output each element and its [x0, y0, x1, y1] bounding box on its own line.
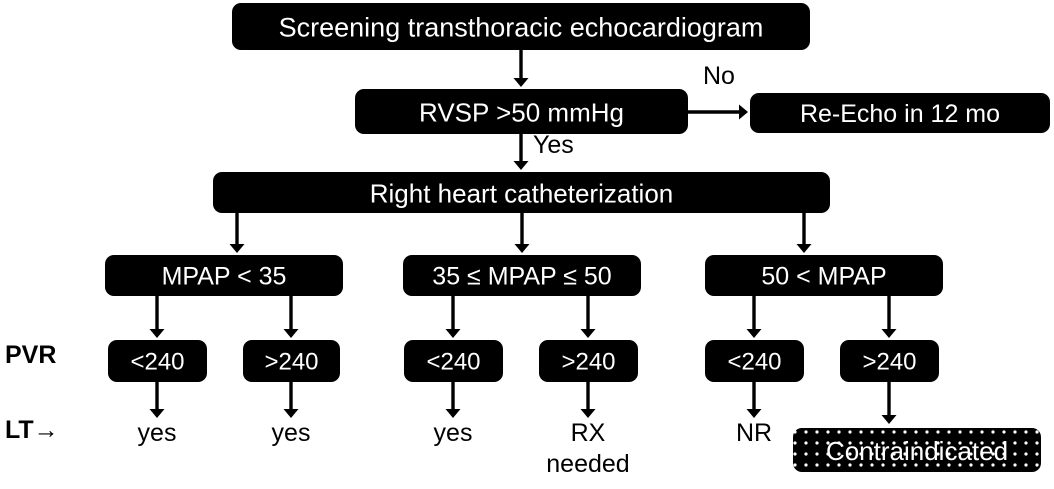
leaf-label: RX	[571, 419, 606, 447]
node-label: >240	[561, 349, 615, 376]
edge-e-pvr3-yes3	[445, 382, 461, 418]
arrow-head-icon	[796, 244, 812, 253]
edge-e-pvr4-rx	[580, 382, 596, 418]
node-box	[232, 3, 810, 50]
edge-e-pvr5-nr	[746, 382, 762, 418]
node-rvsp[interactable]: RVSP >50 mmHg	[355, 89, 688, 134]
node-pvr_1[interactable]: <240	[108, 340, 207, 382]
arrow-head-icon	[746, 409, 762, 418]
edge-e-high-pvr5	[746, 296, 762, 338]
node-label: >240	[264, 349, 318, 376]
node-box	[750, 93, 1050, 133]
edge-e-rvsp-reecho	[688, 104, 748, 120]
edge-e-rhc-high	[796, 213, 812, 253]
leaf-label: yes	[272, 419, 311, 447]
leaf-label: yes	[138, 419, 177, 447]
leaf-outcome-nr: NR	[736, 419, 772, 447]
edge-e-low-pvr2	[283, 296, 299, 338]
arrow-head-icon	[229, 244, 245, 253]
arrow-head-icon	[580, 409, 596, 418]
node-label: 50 < MPAP	[761, 263, 886, 291]
node-reecho[interactable]: Re-Echo in 12 mo	[750, 93, 1050, 133]
node-contraind[interactable]: Contraindicated	[793, 428, 1041, 472]
node-label: RVSP >50 mmHg	[419, 98, 624, 128]
node-pvr_4[interactable]: >240	[539, 340, 638, 382]
node-label: 35 ≤ MPAP ≤ 50	[432, 263, 611, 291]
leaf-outcome-yes_3: yes	[434, 419, 473, 447]
node-label: Right heart catheterization	[370, 179, 674, 209]
node-label: Screening transthoracic echocardiogram	[279, 13, 764, 43]
node-pvr_3[interactable]: <240	[404, 340, 503, 382]
edge-label-lbl-no: No	[703, 62, 735, 90]
node-pvr_5[interactable]: <240	[705, 340, 804, 382]
arrow-head-icon	[283, 329, 299, 338]
arrow-head-icon	[445, 329, 461, 338]
arrow-head-icon	[514, 244, 530, 253]
node-box	[243, 340, 340, 382]
leaf-outcome-yes_1: yes	[138, 419, 177, 447]
node-label: >240	[862, 349, 916, 376]
arrow-head-icon	[746, 329, 762, 338]
node-pvr_2[interactable]: >240	[243, 340, 340, 382]
node-box	[403, 255, 641, 296]
node-rhc[interactable]: Right heart catheterization	[213, 172, 830, 213]
leaf-label: needed	[546, 450, 629, 478]
edge-e-screening-rvsp	[513, 50, 529, 87]
node-box	[404, 340, 503, 382]
arrow-head-icon	[580, 329, 596, 338]
node-box	[840, 340, 939, 382]
arrow-head-icon	[513, 78, 529, 87]
node-box	[355, 89, 688, 134]
node-mpap_high[interactable]: 50 < MPAP	[705, 255, 943, 296]
arrow-head-icon	[149, 329, 165, 338]
node-label: Contraindicated	[826, 436, 1008, 466]
edge-e-rvsp-rhc	[513, 134, 529, 170]
arrow-head-icon	[149, 409, 165, 418]
node-box	[705, 340, 804, 382]
arrow-head-icon	[881, 329, 897, 338]
node-label: MPAP < 35	[162, 263, 287, 291]
node-label: <240	[727, 349, 781, 376]
node-box	[213, 172, 830, 213]
edge-e-high-pvr6	[881, 296, 897, 338]
node-label: <240	[426, 349, 480, 376]
arrow-head-icon	[513, 161, 529, 170]
node-pvr_6[interactable]: >240	[840, 340, 939, 382]
node-box	[705, 255, 943, 296]
node-box	[108, 340, 207, 382]
node-label: Re-Echo in 12 mo	[800, 100, 1000, 128]
node-mpap_low[interactable]: MPAP < 35	[105, 255, 343, 296]
edge-e-rhc-low	[229, 213, 245, 253]
node-box	[105, 255, 343, 296]
row-label-row-lt: LT→	[5, 416, 59, 444]
edge-e-mid-pvr4	[580, 296, 596, 338]
edge-e-low-pvr1	[149, 296, 165, 338]
leaf-outcome-rx_needed: RX needed	[546, 419, 629, 478]
arrow-head-icon	[881, 415, 897, 424]
node-screening[interactable]: Screening transthoracic echocardiogram	[232, 3, 810, 50]
edge-e-mid-pvr3	[445, 296, 461, 338]
node-label: <240	[130, 349, 184, 376]
arrow-head-icon	[283, 409, 299, 418]
arrow-head-icon	[739, 104, 748, 120]
arrow-head-icon	[445, 409, 461, 418]
node-mpap_mid[interactable]: 35 ≤ MPAP ≤ 50	[403, 255, 641, 296]
node-box	[793, 428, 1041, 472]
edge-e-pvr6-contra	[881, 382, 897, 424]
leaf-outcome-yes_2: yes	[272, 419, 311, 447]
edge-e-pvr2-yes2	[283, 382, 299, 418]
edges-layer	[149, 50, 897, 424]
leaf-label: NR	[736, 419, 772, 447]
edge-e-rhc-mid	[514, 213, 530, 253]
node-box	[539, 340, 638, 382]
row-label-row-pvr: PVR	[5, 341, 56, 369]
nodes-layer: Screening transthoracic echocardiogramRV…	[105, 3, 1050, 472]
edge-label-lbl-yes: Yes	[533, 131, 574, 159]
leaf-label: yes	[434, 419, 473, 447]
edge-e-pvr1-yes1	[149, 382, 165, 418]
